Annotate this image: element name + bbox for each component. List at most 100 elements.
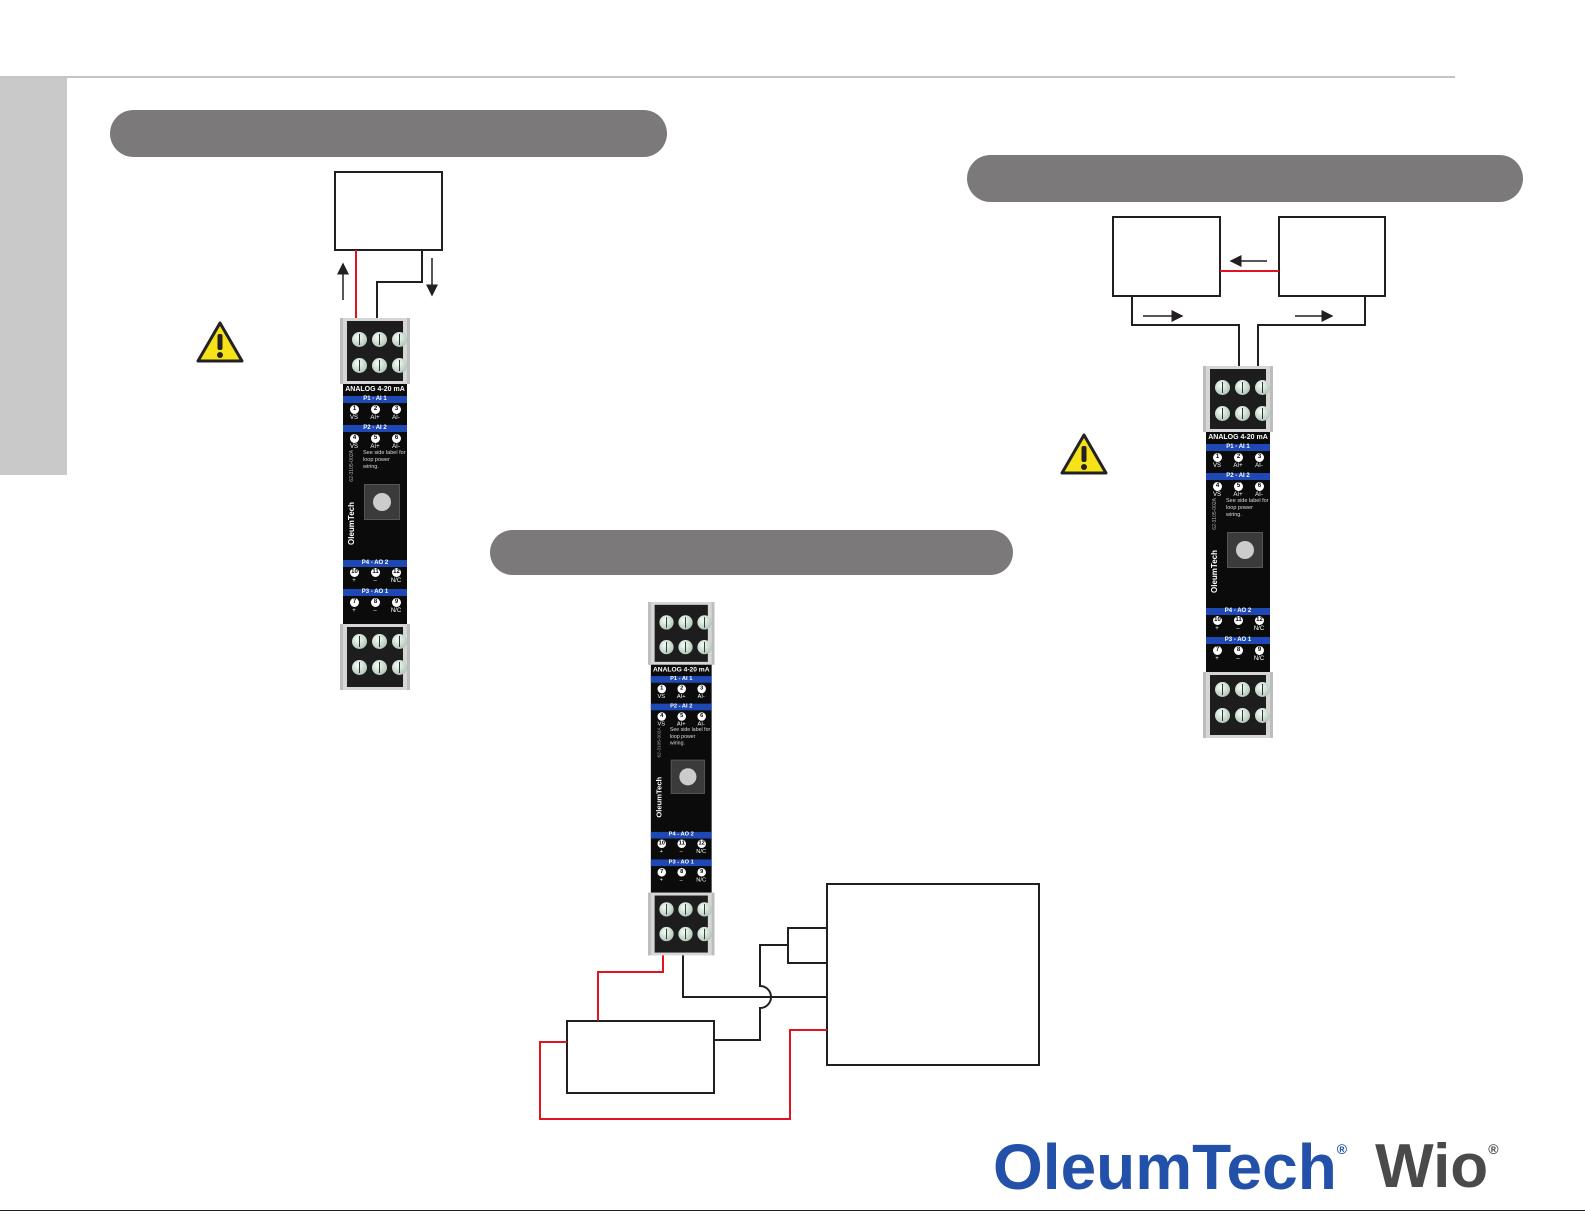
side-tab bbox=[0, 78, 67, 475]
terminal-screw bbox=[697, 640, 712, 655]
rotary-switch[interactable] bbox=[364, 484, 400, 520]
terminal-number: 5 bbox=[1234, 482, 1243, 491]
terminal-number: 11 bbox=[371, 568, 380, 577]
terminal-label: – bbox=[373, 578, 377, 584]
terminal-number: 3 bbox=[1255, 453, 1264, 462]
terminal-screw bbox=[352, 660, 367, 675]
terminal-screw bbox=[678, 615, 693, 630]
terminal-label: + bbox=[1215, 656, 1219, 662]
port-header: P1 - AI 1 bbox=[1206, 444, 1270, 451]
section-header-3 bbox=[967, 155, 1523, 202]
terminal-label: N/C bbox=[696, 849, 707, 855]
terminal-screw bbox=[1235, 708, 1250, 723]
terminal-label: + bbox=[659, 849, 663, 855]
terminal-screw bbox=[678, 926, 693, 942]
terminal-label: + bbox=[352, 578, 356, 584]
terminal-screw bbox=[352, 634, 367, 649]
terminal-number: 9 bbox=[392, 598, 401, 607]
terminal-number: 3 bbox=[392, 405, 401, 414]
port-header: P1 - AI 1 bbox=[650, 676, 712, 683]
terminal-label: AI- bbox=[392, 444, 400, 450]
module-title: ANALOG 4-20 mA bbox=[1208, 434, 1268, 441]
terminal-screw bbox=[1215, 682, 1230, 697]
terminal-screw bbox=[697, 926, 712, 942]
terminal-label: AI+ bbox=[370, 444, 380, 450]
bottom-terminal-block bbox=[1203, 672, 1273, 738]
terminal-number: 9 bbox=[697, 868, 706, 877]
terminal-screw bbox=[392, 634, 407, 649]
terminal-label: VS bbox=[349, 415, 358, 421]
terminal-number: 8 bbox=[371, 598, 380, 607]
terminal-number: 4 bbox=[1213, 482, 1222, 491]
terminal-screw bbox=[1255, 406, 1270, 421]
terminal-screw bbox=[1215, 406, 1230, 421]
terminal-label: VS bbox=[1212, 463, 1221, 469]
rotary-switch[interactable] bbox=[1227, 532, 1263, 568]
terminal-screw bbox=[392, 332, 407, 347]
terminal-label: VS bbox=[657, 694, 666, 700]
red-wire bbox=[539, 1029, 827, 1120]
terminal-label: AI- bbox=[697, 721, 705, 728]
terminal-label: AI- bbox=[697, 694, 705, 700]
terminal-number: 6 bbox=[392, 434, 401, 443]
terminal-number: 4 bbox=[350, 434, 359, 443]
wio-logo: Wio® bbox=[1375, 1132, 1499, 1201]
terminal-number: 7 bbox=[1213, 646, 1222, 655]
terminal-screw bbox=[697, 615, 712, 630]
terminal-number: 12 bbox=[1255, 616, 1264, 625]
terminal-number: 10 bbox=[657, 839, 667, 849]
port-header: P1 - AI 1 bbox=[343, 396, 407, 403]
terminal-label: AI+ bbox=[1233, 463, 1243, 469]
terminal-label: VS bbox=[1212, 492, 1221, 498]
terminal-number: 12 bbox=[697, 839, 706, 849]
bottom-terminal-block bbox=[648, 892, 715, 956]
black-wire bbox=[1131, 296, 1240, 372]
terminal-label: + bbox=[352, 608, 356, 614]
terminal-screw bbox=[697, 902, 712, 917]
terminal-screw bbox=[372, 660, 387, 675]
terminal-label: N/C bbox=[1253, 656, 1265, 662]
device-box-left bbox=[1112, 216, 1221, 297]
terminal-screw bbox=[352, 358, 367, 373]
module-brand: OleumTech bbox=[1210, 550, 1219, 593]
terminal-label: AI- bbox=[392, 415, 400, 421]
rotary-switch[interactable] bbox=[670, 759, 705, 794]
terminal-screw bbox=[1215, 708, 1230, 723]
terminal-number: 10 bbox=[1213, 616, 1222, 625]
module-title: ANALOG 4-20 mA bbox=[652, 666, 710, 674]
terminal-label: – bbox=[1236, 626, 1240, 632]
top-terminal-block bbox=[648, 602, 715, 665]
terminal-screw bbox=[678, 902, 693, 917]
terminal-number: 4 bbox=[657, 712, 667, 721]
terminal-label: – bbox=[679, 849, 683, 855]
section-header-1 bbox=[110, 110, 667, 157]
device-box bbox=[334, 171, 443, 251]
port-header: P4 - AO 2 bbox=[650, 831, 712, 839]
terminal-screw bbox=[1235, 406, 1250, 421]
terminal-label: AI+ bbox=[676, 694, 686, 700]
side-label-note: See side label for loop power wiring. bbox=[1226, 498, 1269, 518]
bottom-terminal-block bbox=[340, 624, 410, 690]
terminal-number: 11 bbox=[1234, 616, 1243, 625]
module-brand: OleumTech bbox=[347, 502, 356, 545]
terminal-number: 8 bbox=[677, 868, 686, 877]
terminal-label: N/C bbox=[390, 608, 402, 614]
terminal-screw bbox=[659, 640, 674, 655]
terminal-label: – bbox=[679, 877, 683, 884]
black-wire bbox=[714, 927, 827, 1041]
terminal-label: AI+ bbox=[676, 721, 686, 728]
terminal-screw bbox=[352, 332, 367, 347]
part-number: 62-3105-002A bbox=[1212, 498, 1218, 530]
terminal-number: 5 bbox=[371, 434, 380, 443]
side-label-note: See side label for loop power wiring. bbox=[363, 450, 406, 470]
port-header: P4 - AO 2 bbox=[1206, 608, 1270, 615]
warning-icon bbox=[195, 320, 245, 364]
terminal-label: VS bbox=[657, 721, 666, 728]
module-brand: OleumTech bbox=[654, 776, 664, 818]
top-divider bbox=[0, 76, 1455, 78]
port-header: P2 - AI 2 bbox=[1206, 473, 1270, 480]
top-terminal-block bbox=[340, 318, 410, 384]
terminal-number: 12 bbox=[392, 568, 401, 577]
terminal-label: AI- bbox=[1255, 463, 1263, 469]
terminal-label: AI+ bbox=[370, 415, 380, 421]
